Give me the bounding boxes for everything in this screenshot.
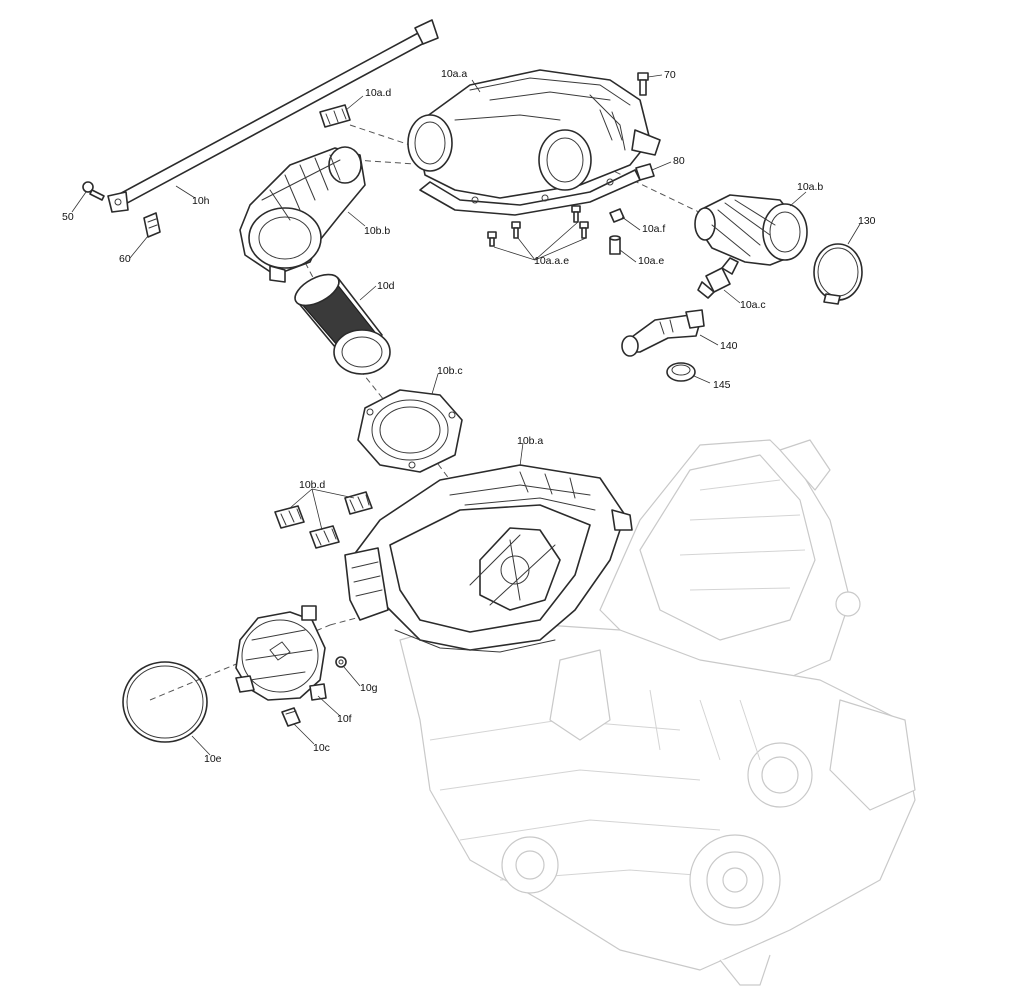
airbox-base-10b-a bbox=[344, 464, 633, 653]
airbox-cover-10a-a bbox=[407, 69, 661, 216]
elbow-duct-10b-b bbox=[239, 146, 366, 283]
nut-10a-f bbox=[609, 208, 625, 223]
label-10b-a: 10b.a bbox=[517, 435, 543, 447]
clip-80 bbox=[635, 163, 655, 181]
label-10c: 10c bbox=[313, 742, 330, 754]
label-10a-f: 10a.f bbox=[642, 223, 665, 235]
clips-10b-d bbox=[274, 491, 373, 549]
clip-10a-d bbox=[319, 104, 351, 128]
gasket-plate-10b-c bbox=[357, 389, 463, 473]
label-130: 130 bbox=[858, 215, 876, 227]
clamp-130 bbox=[813, 243, 863, 305]
oring-10e bbox=[122, 661, 208, 743]
label-10a-a: 10a.a bbox=[441, 68, 467, 80]
outlet-duct-10a-b bbox=[694, 194, 808, 266]
label-10b-b: 10b.b bbox=[364, 225, 390, 237]
label-70: 70 bbox=[664, 69, 676, 81]
label-10f: 10f bbox=[337, 713, 352, 725]
label-60: 60 bbox=[119, 253, 131, 265]
label-10a-e: 10a.e bbox=[638, 255, 664, 267]
label-145: 145 bbox=[713, 379, 731, 391]
cap-145 bbox=[666, 362, 696, 382]
label-10a-a-e: 10a.a.e bbox=[534, 255, 569, 267]
fitting-10a-c bbox=[697, 257, 739, 299]
engine-ghost bbox=[399, 439, 916, 986]
label-10b-d: 10b.d bbox=[299, 479, 325, 491]
label-10b-c: 10b.c bbox=[437, 365, 463, 377]
label-80: 80 bbox=[673, 155, 685, 167]
bolt-70 bbox=[637, 72, 649, 96]
label-50: 50 bbox=[62, 211, 74, 223]
label-10d: 10d bbox=[377, 280, 395, 292]
label-10g: 10g bbox=[360, 682, 378, 694]
valve-10c bbox=[281, 707, 301, 727]
nut-10g bbox=[335, 656, 347, 668]
hose-140 bbox=[621, 309, 705, 357]
clip-60-left bbox=[143, 212, 161, 238]
label-10a-b: 10a.b bbox=[797, 181, 823, 193]
label-10h: 10h bbox=[192, 195, 210, 207]
cover-10f bbox=[235, 605, 327, 701]
label-140: 140 bbox=[720, 340, 738, 352]
bolt-50 bbox=[82, 181, 105, 201]
callout-labels: 10a.a 10a.d 70 80 10a.b 130 10a.f 10a.e … bbox=[62, 68, 876, 765]
label-10e: 10e bbox=[204, 753, 222, 765]
sleeve-10a-e bbox=[609, 235, 621, 255]
leader-lines bbox=[71, 74, 861, 756]
strap-10h bbox=[107, 19, 439, 213]
label-10a-c: 10a.c bbox=[740, 299, 766, 311]
label-10a-d: 10a.d bbox=[365, 87, 391, 99]
filter-10d bbox=[294, 273, 391, 375]
